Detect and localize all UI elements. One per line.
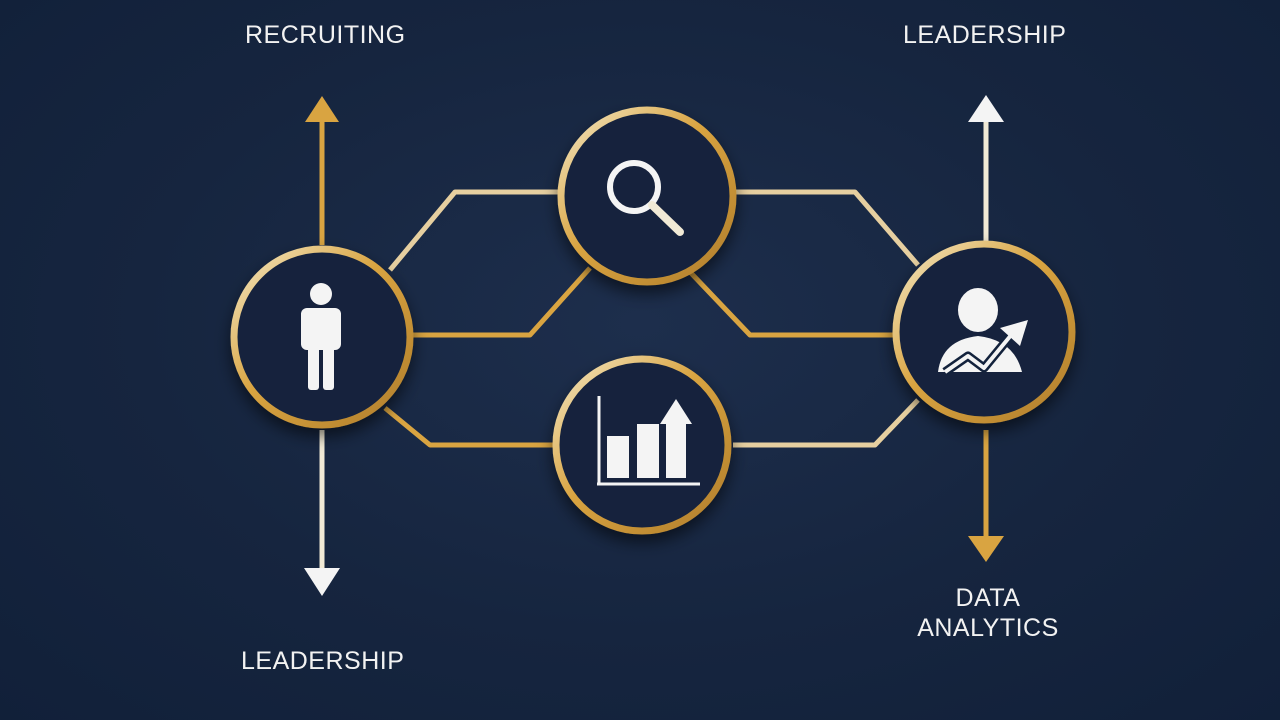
connector-search-leader-lower (688, 270, 895, 338)
label-data: DATA (955, 584, 1021, 612)
connector-search-leader-upper (735, 189, 920, 267)
arrow-leadership-up (968, 95, 1004, 245)
connector-person-chart (383, 406, 553, 448)
label-recruiting: RECRUITING (245, 21, 406, 49)
arrow-analytics-down (968, 430, 1004, 562)
person-icon (301, 283, 341, 390)
connector-chart-leader (733, 398, 920, 448)
node-search (557, 106, 737, 286)
label-analytics: ANALYTICS (917, 614, 1059, 642)
arrow-leadership-down (304, 430, 340, 596)
bar-chart-up-icon (597, 396, 700, 486)
label-data-analytics: DATA ANALYTICS (912, 583, 1064, 643)
person-trend-icon (938, 288, 1028, 376)
node-leader (892, 240, 1076, 424)
arrow-recruiting-up (305, 96, 339, 245)
connector-person-search-upper (388, 189, 560, 272)
label-leadership-top: LEADERSHIP (903, 21, 1067, 49)
label-leadership-bottom: LEADERSHIP (241, 647, 405, 675)
connector-person-search-lower (410, 266, 592, 338)
magnifier-icon (607, 160, 684, 236)
connector-lines (383, 189, 920, 448)
